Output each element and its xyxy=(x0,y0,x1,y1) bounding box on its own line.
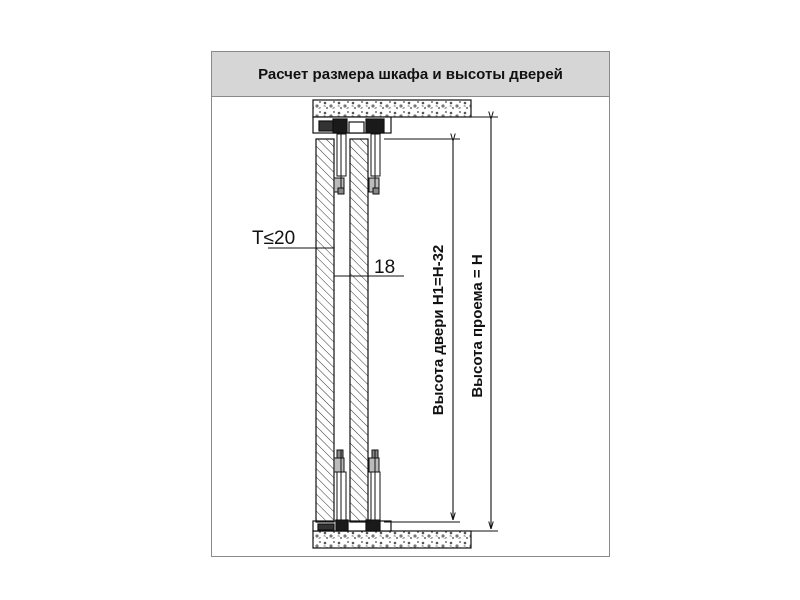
top-roller-inner xyxy=(368,133,381,195)
door-panel-inner xyxy=(349,138,369,523)
diagram-title: Расчет размера шкафа и высоты дверей xyxy=(258,65,563,83)
bottom-roller-outer xyxy=(333,449,347,521)
opening-height-label: Высота проема = H xyxy=(469,254,486,397)
diagram-header: Расчет размера шкафа и высоты дверей xyxy=(212,52,609,97)
opening-height-dimension xyxy=(471,117,498,532)
door-thickness-label: 18 xyxy=(374,257,395,278)
bottom-roller-inner xyxy=(368,449,381,521)
door-height-dimension xyxy=(384,139,460,523)
top-rail xyxy=(312,116,392,134)
gap-dimension xyxy=(268,244,335,252)
diagram-frame: Расчет размера шкафа и высоты дверей xyxy=(211,51,610,557)
door-thickness-dimension xyxy=(334,260,404,284)
door-panel-outer xyxy=(315,138,335,523)
top-roller-outer xyxy=(333,133,347,195)
gap-label: T≤20 xyxy=(252,228,295,249)
floor-slab xyxy=(312,530,472,549)
door-height-label: Высота двери H1=H-32 xyxy=(430,245,447,416)
ceiling-slab xyxy=(312,99,472,118)
